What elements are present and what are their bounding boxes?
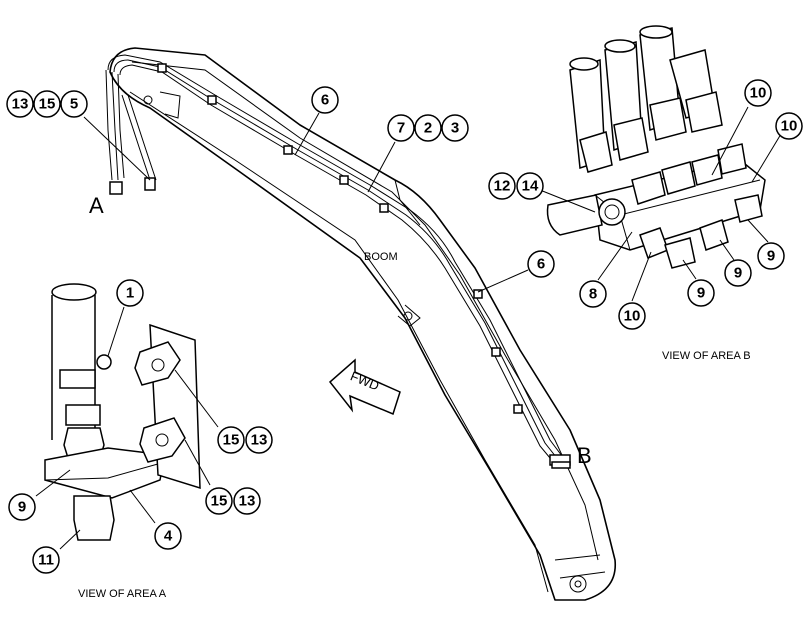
callout-4: 4	[154, 522, 182, 550]
svg-text:5: 5	[70, 96, 78, 113]
callout-1: 1	[116, 279, 144, 307]
cylinder-2	[604, 39, 649, 161]
svg-text:15: 15	[39, 96, 56, 113]
area-b-letter: B	[577, 443, 592, 468]
svg-text:3: 3	[451, 120, 459, 137]
callout-11: 11	[32, 546, 60, 574]
callout-9-b: 9	[724, 259, 752, 287]
svg-text:15: 15	[223, 432, 240, 449]
svg-text:15: 15	[211, 493, 228, 510]
area-a-bracket-assembly	[44, 283, 201, 541]
callout-7: 7	[387, 114, 415, 142]
callout-14: 14	[516, 172, 544, 200]
cylinder-1	[569, 57, 613, 173]
callout-3: 3	[441, 114, 469, 142]
callout-10-bottom: 10	[618, 302, 646, 330]
hydraulic-lines	[105, 54, 571, 469]
callout-leaders	[35, 106, 782, 550]
svg-text:9: 9	[767, 248, 775, 265]
svg-text:8: 8	[589, 286, 597, 303]
cylinder-3	[639, 25, 723, 141]
svg-text:12: 12	[494, 178, 511, 195]
callout-15-a: 15	[217, 426, 245, 454]
callout-12: 12	[488, 172, 516, 200]
svg-text:10: 10	[624, 308, 641, 325]
svg-text:9: 9	[734, 265, 742, 282]
svg-text:1: 1	[126, 285, 134, 302]
svg-text:7: 7	[397, 120, 405, 137]
svg-text:13: 13	[239, 493, 256, 510]
forward-arrow-icon: FWD	[328, 358, 401, 416]
callout-10-right: 10	[775, 112, 803, 140]
svg-text:6: 6	[321, 92, 329, 109]
callout-15-b: 15	[205, 487, 233, 515]
callout-13: 13	[6, 90, 34, 118]
svg-text:2: 2	[424, 120, 432, 137]
area-a-letter: A	[89, 193, 104, 218]
svg-text:13: 13	[251, 432, 268, 449]
svg-text:10: 10	[781, 118, 798, 135]
svg-text:9: 9	[697, 285, 705, 302]
callout-5: 5	[60, 90, 88, 118]
view-area-b-caption: VIEW OF AREA B	[662, 350, 751, 362]
svg-text:4: 4	[164, 528, 173, 545]
svg-text:6: 6	[537, 256, 545, 273]
callout-13-b: 13	[233, 487, 261, 515]
callout-9-a: 9	[687, 279, 715, 307]
boom-label: BOOM	[364, 251, 398, 263]
callout-10-top: 10	[744, 79, 772, 107]
callout-8: 8	[579, 280, 607, 308]
callout-2: 2	[414, 114, 442, 142]
view-area-a-caption: VIEW OF AREA A	[78, 588, 167, 600]
callout-9-left: 9	[8, 493, 36, 521]
svg-text:10: 10	[750, 85, 767, 102]
svg-text:11: 11	[38, 552, 54, 569]
boom	[109, 47, 616, 601]
callout-6-top: 6	[311, 86, 339, 114]
area-b-valve-assembly	[546, 25, 766, 269]
svg-text:14: 14	[522, 178, 539, 195]
callout-9-c: 9	[757, 242, 785, 270]
callout-6-mid: 6	[527, 250, 555, 278]
callout-15: 15	[33, 90, 61, 118]
svg-text:9: 9	[18, 499, 26, 516]
svg-text:13: 13	[12, 96, 29, 113]
callout-13-a: 13	[245, 426, 273, 454]
